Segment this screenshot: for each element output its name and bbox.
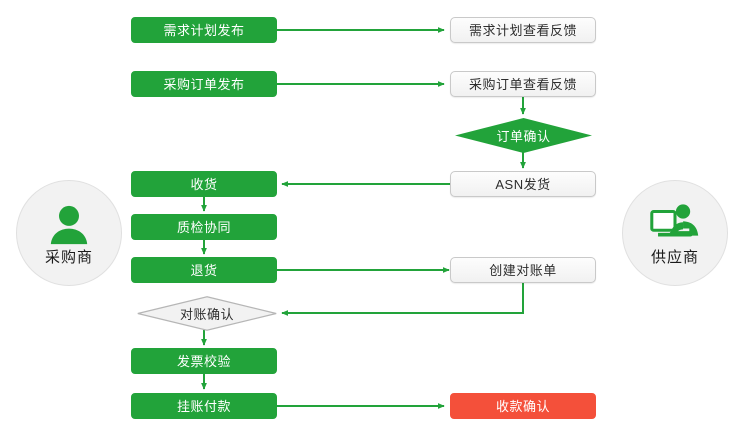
node-return-goods[interactable]: 退货: [131, 257, 277, 283]
node-asn-shipment[interactable]: ASN发货: [450, 171, 596, 197]
actor-supplier-label: 供应商: [650, 249, 699, 266]
node-create-statement-label: 创建对账单: [489, 262, 557, 278]
node-demand-plan-publish-label: 需求计划发布: [163, 22, 245, 38]
node-demand-plan-publish[interactable]: 需求计划发布: [131, 17, 277, 43]
node-quality-collab-label: 质检协同: [176, 219, 231, 235]
node-demand-plan-feedback-label: 需求计划查看反馈: [468, 22, 577, 38]
node-payment-posting[interactable]: 挂账付款: [131, 393, 277, 419]
actor-supplier[interactable]: 供应商: [622, 180, 728, 286]
user-at-computer-icon: [649, 199, 701, 245]
node-statement-confirm[interactable]: 对账确认: [137, 296, 277, 331]
node-demand-plan-feedback[interactable]: 需求计划查看反馈: [450, 17, 596, 43]
node-payment-posting-label: 挂账付款: [176, 398, 231, 414]
actor-buyer[interactable]: 采购商: [16, 180, 122, 286]
actor-buyer-label: 采购商: [44, 249, 93, 266]
node-quality-collab[interactable]: 质检协同: [131, 214, 277, 240]
wire-create-statement-to-confirm: [281, 283, 524, 316]
user-icon: [43, 199, 95, 245]
node-receipt-confirm-label: 收款确认: [495, 398, 550, 414]
node-return-goods-label: 退货: [190, 262, 218, 278]
node-invoice-check[interactable]: 发票校验: [131, 348, 277, 374]
node-receiving[interactable]: 收货: [131, 171, 277, 197]
node-po-publish[interactable]: 采购订单发布: [131, 71, 277, 97]
node-order-confirm[interactable]: 订单确认: [455, 118, 592, 153]
node-po-feedback-label: 采购订单查看反馈: [468, 76, 577, 92]
node-receipt-confirm[interactable]: 收款确认: [450, 393, 596, 419]
node-create-statement[interactable]: 创建对账单: [450, 257, 596, 283]
node-invoice-check-label: 发票校验: [176, 353, 231, 369]
node-po-feedback[interactable]: 采购订单查看反馈: [450, 71, 596, 97]
node-po-publish-label: 采购订单发布: [163, 76, 245, 92]
node-receiving-label: 收货: [190, 176, 218, 192]
node-asn-shipment-label: ASN发货: [495, 176, 551, 192]
